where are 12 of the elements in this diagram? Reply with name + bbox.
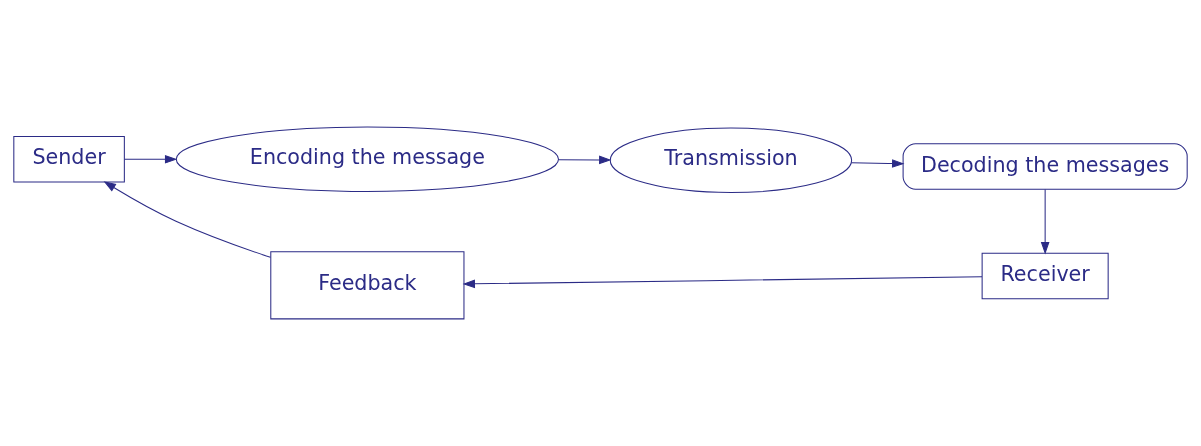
node-ellipse: Transmission	[609, 127, 853, 194]
arrow	[1040, 188, 1050, 255]
arrow	[103, 181, 271, 258]
node-box: Sender	[13, 136, 125, 183]
arrow	[850, 159, 905, 168]
node-box: Feedback	[270, 251, 465, 320]
arrow	[558, 155, 612, 165]
node-box: Receiver	[981, 252, 1109, 300]
node-box: Decoding the messages	[902, 143, 1188, 190]
node-ellipse: Encoding the message	[175, 126, 559, 193]
arrow	[123, 154, 178, 164]
arrow	[462, 276, 983, 289]
